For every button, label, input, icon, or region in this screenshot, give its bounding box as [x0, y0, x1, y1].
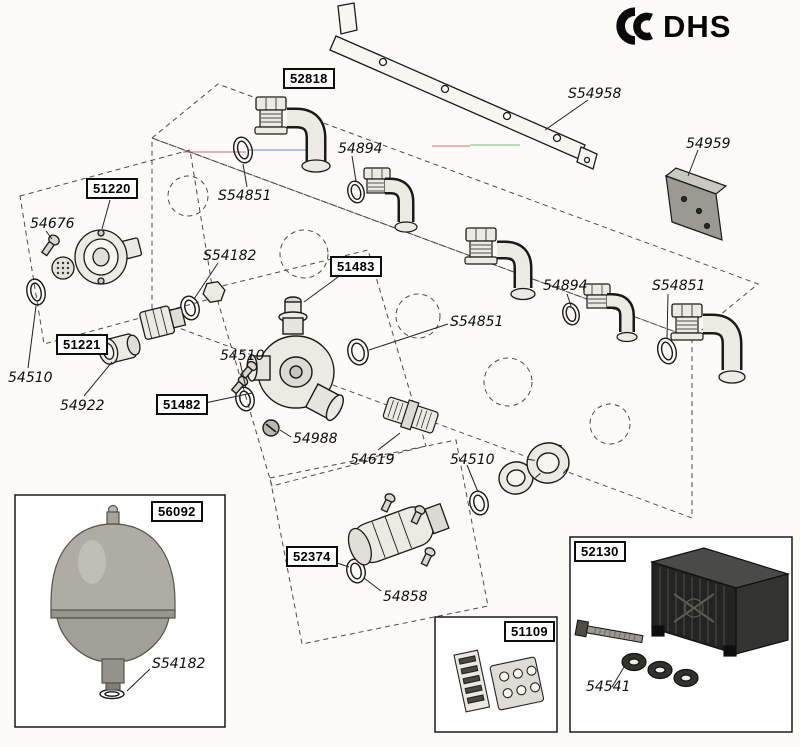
part-label-54510-9[interactable]: 54510 — [220, 348, 265, 364]
leader-lines — [27, 99, 699, 692]
corner-plate-art — [664, 167, 728, 241]
cartridge-art — [139, 280, 226, 340]
part-label-54676-4[interactable]: 54676 — [30, 216, 75, 232]
part-label-52374[interactable]: 52374 — [286, 546, 338, 567]
part-51221-art — [98, 333, 141, 365]
accumulator-art — [50, 504, 176, 691]
bolt-art — [574, 619, 644, 644]
manifold-block-art — [649, 547, 791, 657]
o-rings-art — [26, 136, 678, 700]
part-label-54858-15[interactable]: 54858 — [383, 589, 428, 605]
part-label-s54851-8[interactable]: S54851 — [450, 314, 504, 330]
part-label-54510-14[interactable]: 54510 — [450, 452, 495, 468]
part-label-52818[interactable]: 52818 — [283, 68, 335, 89]
part-label-s54851-7[interactable]: S54851 — [652, 278, 706, 294]
part-label-54894-2[interactable]: 54894 — [338, 141, 383, 157]
dhs-logo-text: DHS — [663, 8, 732, 44]
wall-fitting-art — [498, 442, 570, 495]
part-label-51220[interactable]: 51220 — [86, 178, 138, 199]
part-label-s54851-3[interactable]: S54851 — [218, 188, 272, 204]
valve-body-art — [230, 296, 344, 437]
mounting-bracket-art — [329, 2, 598, 170]
part-label-52130[interactable]: 52130 — [574, 541, 626, 562]
part-label-54619-13[interactable]: 54619 — [350, 452, 395, 468]
part-label-54988-12[interactable]: 54988 — [293, 431, 338, 447]
part-label-51109[interactable]: 51109 — [504, 621, 555, 642]
elbow-far-right-art — [670, 303, 746, 384]
part-label-54922-11[interactable]: 54922 — [60, 398, 105, 414]
nipple-54619-art — [382, 396, 439, 434]
part-label-s54958-0[interactable]: S54958 — [568, 86, 622, 102]
part-label-51221[interactable]: 51221 — [56, 334, 108, 355]
part-label-54959-1[interactable]: 54959 — [686, 136, 731, 152]
part-label-s54182-5[interactable]: S54182 — [203, 248, 257, 264]
cartridge-52374-art — [347, 493, 450, 567]
part-label-54510-10[interactable]: 54510 — [8, 370, 53, 386]
terminal-strip-art — [453, 649, 545, 713]
dhs-logo: DHS — [612, 7, 731, 45]
double-chevron-icon — [616, 7, 653, 45]
part-label-51482[interactable]: 51482 — [156, 394, 208, 415]
part-label-s54182-16[interactable]: S54182 — [152, 656, 206, 672]
grommets-54541-art — [621, 652, 699, 688]
part-label-51483[interactable]: 51483 — [330, 256, 382, 277]
elbow-54894-right-art — [583, 283, 638, 343]
elbow-52818-art — [254, 96, 331, 173]
elbow-middle-art — [464, 227, 536, 301]
part-label-56092[interactable]: 56092 — [151, 501, 203, 522]
elbow-54894-top-art — [363, 167, 418, 233]
panel-outlines — [19, 83, 759, 645]
part-51220-art — [40, 229, 143, 285]
part-label-54541-17[interactable]: 54541 — [586, 679, 631, 695]
part-label-54894-6[interactable]: 54894 — [543, 278, 588, 294]
